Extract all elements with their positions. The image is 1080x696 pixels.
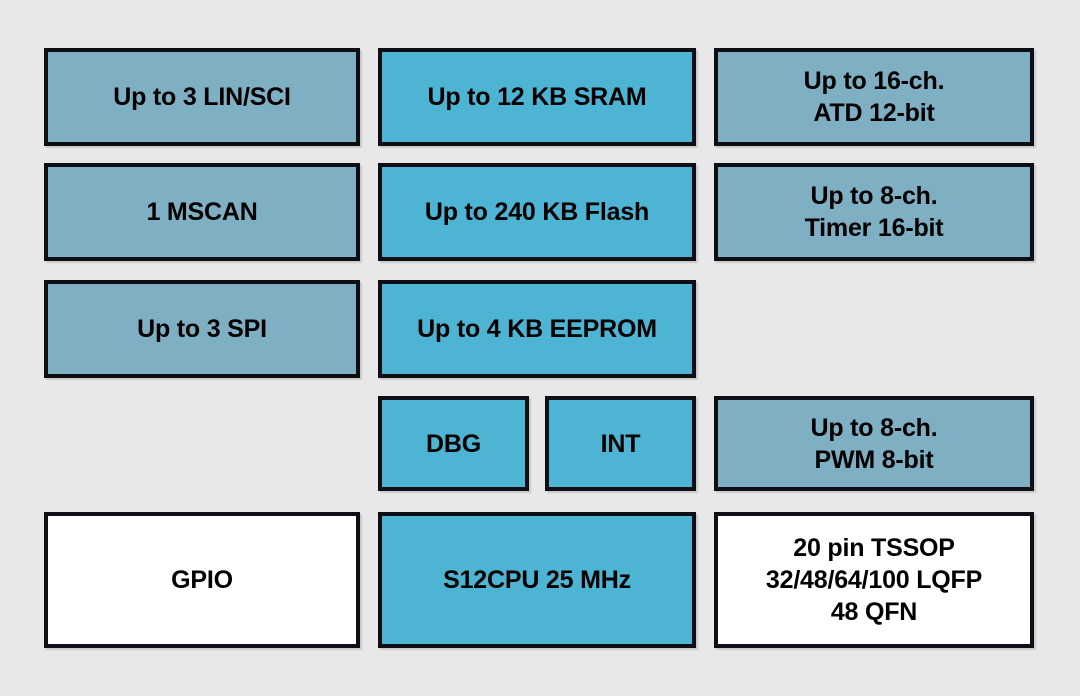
block-gpio-label: GPIO: [171, 566, 233, 594]
block-flash-label: Up to 240 KB Flash: [424, 198, 650, 226]
block-cpu-label: S12CPU 25 MHz: [443, 566, 631, 594]
block-timer-label: Up to 8-ch. Timer 16-bit: [804, 182, 944, 242]
block-timer: Up to 8-ch. Timer 16-bit: [714, 163, 1034, 261]
block-pwm-label: Up to 8-ch. PWM 8-bit: [810, 413, 938, 474]
block-flash: Up to 240 KB Flash: [378, 163, 696, 261]
block-int: INT: [545, 396, 696, 491]
block-lin-sci: Up to 3 LIN/SCI: [44, 48, 360, 146]
block-sram-label: Up to 12 KB SRAM: [427, 83, 647, 111]
block-packages: 20 pin TSSOP 32/48/64/100 LQFP 48 QFN: [714, 512, 1034, 648]
block-dbg: DBG: [378, 396, 529, 491]
block-eeprom: Up to 4 KB EEPROM: [378, 280, 696, 378]
block-sram: Up to 12 KB SRAM: [378, 48, 696, 146]
block-atd-label: Up to 16-ch. ATD 12-bit: [803, 67, 945, 127]
block-atd: Up to 16-ch. ATD 12-bit: [714, 48, 1034, 146]
block-pwm: Up to 8-ch. PWM 8-bit: [714, 396, 1034, 491]
block-packages-label: 20 pin TSSOP 32/48/64/100 LQFP 48 QFN: [765, 534, 983, 626]
block-lin-sci-label: Up to 3 LIN/SCI: [113, 83, 291, 111]
block-int-label: INT: [600, 429, 641, 458]
block-gpio: GPIO: [44, 512, 360, 648]
block-mscan-label: 1 MSCAN: [146, 198, 258, 226]
block-spi: Up to 3 SPI: [44, 280, 360, 378]
block-cpu: S12CPU 25 MHz: [378, 512, 696, 648]
block-eeprom-label: Up to 4 KB EEPROM: [417, 315, 657, 343]
block-mscan: 1 MSCAN: [44, 163, 360, 261]
block-spi-label: Up to 3 SPI: [137, 315, 267, 343]
block-dbg-label: DBG: [426, 429, 481, 458]
